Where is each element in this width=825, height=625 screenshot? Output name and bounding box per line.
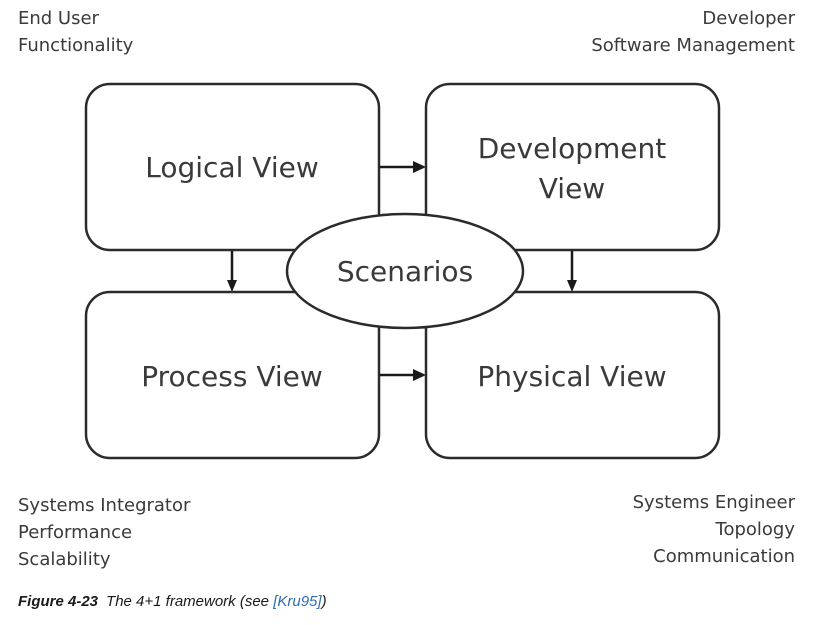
systems-integrator-stakeholder-label: Systems Integrator Performance Scalabili… bbox=[18, 492, 190, 573]
corner-line: End User bbox=[18, 8, 99, 29]
arrow-head-icon bbox=[413, 161, 426, 173]
caption-text-end: ) bbox=[321, 593, 327, 610]
arrow-head-icon bbox=[567, 280, 577, 292]
corner-line: Functionality bbox=[18, 35, 134, 56]
caption-text: The 4+1 framework (see bbox=[106, 593, 274, 610]
process-view-label: Process View bbox=[141, 360, 323, 393]
developer-stakeholder-label: Developer Software Management bbox=[591, 5, 795, 59]
arrow-head-icon bbox=[227, 280, 237, 292]
corner-line: Developer bbox=[702, 8, 795, 29]
process-view-box bbox=[84, 290, 381, 460]
arrow-head-icon bbox=[413, 369, 426, 381]
corner-line: Performance bbox=[18, 522, 133, 543]
corner-line: Software Management bbox=[591, 35, 795, 56]
corner-line: Topology bbox=[715, 519, 795, 540]
corner-line: Systems Integrator bbox=[18, 495, 191, 516]
end-user-stakeholder-label: End User Functionality bbox=[18, 5, 133, 59]
scenarios-ellipse bbox=[285, 212, 525, 330]
reference-link[interactable]: [Kru95] bbox=[273, 593, 322, 610]
scenarios-label: Scenarios bbox=[337, 255, 473, 288]
development-view-label-line2: View bbox=[539, 172, 605, 205]
figure-number: Figure 4-23 bbox=[18, 593, 99, 610]
physical-view-label: Physical View bbox=[477, 360, 666, 393]
figure-caption: Figure 4-23 The 4+1 framework (see [Kru95… bbox=[18, 593, 327, 610]
corner-line: Communication bbox=[653, 546, 795, 567]
corner-line: Systems Engineer bbox=[632, 492, 795, 513]
systems-engineer-stakeholder-label: Systems Engineer Topology Communication bbox=[633, 489, 795, 570]
logical-view-box bbox=[84, 82, 381, 252]
development-view-label-line1: Development bbox=[478, 132, 667, 165]
corner-line: Scalability bbox=[18, 549, 111, 570]
logical-view-label: Logical View bbox=[145, 151, 318, 184]
